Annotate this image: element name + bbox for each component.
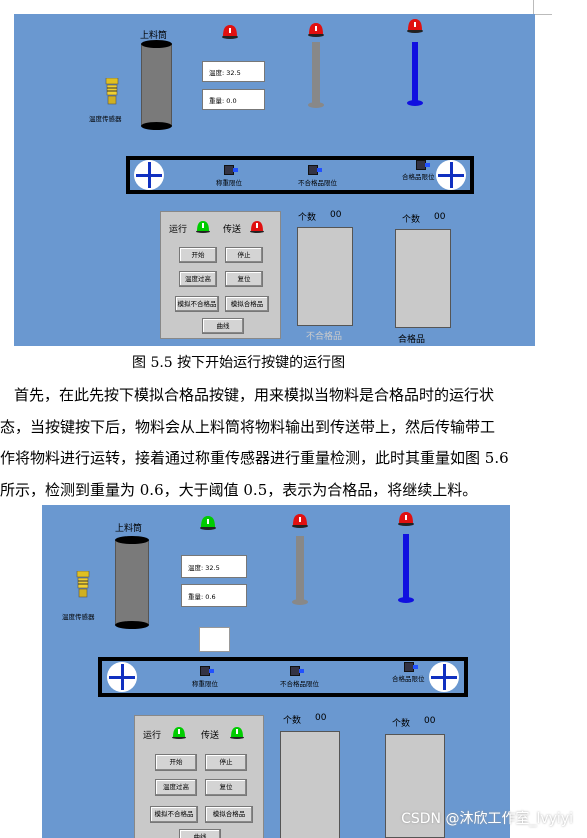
pass-limit-sensor-icon: [404, 662, 418, 672]
reset-button[interactable]: 复位: [225, 271, 263, 287]
hmi-figure-1: 上料筒 温度传感器 温度: 32.5 重量: 0.0: [14, 14, 535, 346]
hopper: [115, 536, 149, 629]
temperature-sensor-icon: [105, 78, 119, 105]
reject-alarm-lamp-icon: [308, 23, 324, 37]
reject-limit-sensor-icon: [290, 666, 304, 676]
pass-limit-sensor-icon: [416, 160, 430, 170]
conveyor-wheel-right-icon: [436, 160, 466, 190]
paragraph-line: 态，当按键按下后，物料会从上料筒将物料输出到传送带上，然后传输带工: [0, 417, 496, 436]
pass-pusher: [396, 511, 416, 607]
weigh-limit-sensor-icon: [224, 165, 238, 175]
simulate-pass-button[interactable]: 模拟合格品: [225, 296, 269, 312]
weigh-limit-label: 称重限位: [216, 179, 242, 187]
curve-button[interactable]: 曲线: [202, 318, 244, 334]
alarm-lamp-icon: [222, 25, 238, 39]
temp-sensor-label: 温度传感器: [62, 613, 95, 621]
pass-bin: [395, 229, 451, 328]
paragraph-line: 所示，检测到重量为 0.6，大于阈值 0.5，表示为合格品，将继续上料。: [0, 480, 478, 499]
paragraph-line: 首先，在此先按下模拟合格品按键，用来模拟当物料是合格品时的运行状: [14, 386, 495, 404]
pass-limit-label: 合格品限位: [402, 173, 435, 181]
pass-alarm-lamp-icon: [407, 19, 423, 33]
reject-bin: [297, 227, 353, 326]
run-status-lamp-icon: [172, 727, 186, 739]
control-panel: 运行 传送 开始 停止 温度过高 复位 模拟不合格品 模拟合格品 曲线: [134, 715, 264, 838]
reject-pusher: [290, 513, 310, 609]
reject-pusher: [306, 22, 326, 112]
temperature-readout: 温度: 32.5: [202, 61, 265, 82]
reject-count-value: 00: [315, 713, 327, 723]
reject-limit-label: 不合格品限位: [298, 179, 337, 187]
pass-count-label: 个数: [392, 719, 411, 729]
convey-label: 传送: [223, 225, 242, 235]
conveyor-wheel-left-icon: [107, 662, 137, 692]
watermark: CSDN @沐欣工作室_lvyiyi: [401, 811, 573, 827]
curve-button[interactable]: 曲线: [179, 829, 221, 838]
pass-count-value: 00: [424, 716, 436, 726]
temperature-sensor-icon: [76, 571, 90, 598]
pass-bin-label: 合格品: [398, 335, 426, 345]
simulate-reject-button[interactable]: 模拟不合格品: [175, 296, 219, 312]
page-corner-mark: [533, 0, 552, 15]
conveyor-wheel-left-icon: [134, 160, 164, 190]
hopper-label: 上料筒: [115, 524, 143, 534]
stop-button[interactable]: 停止: [225, 247, 263, 263]
figure-caption: 图 5.5 按下开始运行按键的运行图: [132, 355, 346, 371]
reject-bin: [280, 731, 340, 838]
simulate-pass-button[interactable]: 模拟合格品: [205, 806, 253, 823]
material-block: [199, 627, 230, 652]
hopper: [141, 40, 172, 130]
hopper-label: 上料筒: [140, 31, 168, 41]
pass-bin: [385, 734, 445, 838]
convey-status-lamp-icon: [230, 727, 244, 739]
conveyor-wheel-right-icon: [429, 662, 459, 692]
start-button[interactable]: 开始: [155, 754, 197, 771]
reject-bin-label: 不合格品: [306, 332, 343, 342]
run-label: 运行: [169, 225, 188, 235]
control-panel: 运行 传送 开始 停止 温度过高 复位 模拟不合格品 模拟合格品 曲线: [160, 211, 281, 339]
reset-button[interactable]: 复位: [205, 779, 247, 796]
pass-count-value: 00: [434, 212, 446, 222]
convey-status-lamp-icon: [250, 221, 264, 233]
alarm-lamp-icon: [200, 516, 216, 530]
temperature-readout: 温度: 32.5: [181, 555, 247, 578]
reject-alarm-lamp-icon: [292, 514, 308, 528]
hmi-figure-2: 上料筒 温度传感器 温度: 32.5 重量: 0.6: [42, 505, 510, 838]
body-paragraph: 首先，在此先按下模拟合格品按键，用来模拟当物料是合格品时的运行状 态，当按键按下…: [0, 380, 587, 506]
reject-count-value: 00: [330, 210, 342, 220]
reject-count-label: 个数: [298, 213, 317, 223]
weigh-limit-sensor-icon: [200, 666, 214, 676]
overheat-button[interactable]: 温度过高: [179, 271, 217, 287]
pass-alarm-lamp-icon: [398, 512, 414, 526]
reject-count-label: 个数: [283, 716, 302, 726]
weigh-limit-label: 称重限位: [192, 680, 218, 688]
start-button[interactable]: 开始: [179, 247, 217, 263]
run-label: 运行: [143, 731, 162, 741]
stop-button[interactable]: 停止: [205, 754, 247, 771]
pass-pusher: [405, 18, 425, 112]
pass-limit-label: 合格品限位: [392, 675, 425, 683]
simulate-reject-button[interactable]: 模拟不合格品: [150, 806, 198, 823]
weight-readout: 重量: 0.6: [181, 584, 247, 607]
reject-limit-label: 不合格品限位: [280, 680, 319, 688]
overheat-button[interactable]: 温度过高: [155, 779, 197, 796]
weight-readout: 重量: 0.0: [202, 89, 265, 110]
temp-sensor-label: 温度传感器: [89, 115, 122, 123]
conveyor-belt: 称重限位 不合格品限位 合格品限位: [98, 657, 468, 697]
run-status-lamp-icon: [196, 221, 210, 233]
pass-count-label: 个数: [402, 215, 421, 225]
paragraph-line: 作将物料进行运转，接着通过称重传感器进行重量检测，此时其重量如图 5.6: [0, 449, 509, 467]
convey-label: 传送: [201, 731, 220, 741]
reject-limit-sensor-icon: [308, 165, 322, 175]
conveyor-belt: 称重限位 不合格品限位 合格品限位: [126, 156, 474, 194]
